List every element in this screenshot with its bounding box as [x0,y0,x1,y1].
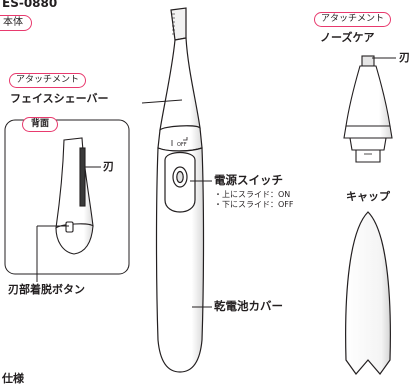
leader-lines [36,57,396,308]
cap-drawing [345,211,391,375]
cap-label: キャップ [346,190,390,203]
off-mark: OFF [177,142,187,148]
body-label-badge: 本体 [0,15,32,31]
battery-cover-label: 乾電池カバー [214,299,283,313]
nose-care-badge: アタッチメント [314,12,392,27]
face-shaver-attachment [159,37,201,131]
release-button-label: 刃部着脱ボタン [8,283,85,296]
back-view-trimmer [55,137,94,255]
main-trimmer [155,7,205,373]
spec-heading-partial: 仕様 [2,372,24,385]
back-blade-label: 刃 [103,160,114,173]
power-switch-on-note: ・上にスライド：ON [214,190,291,199]
nose-blade-label: 刃 [399,51,410,64]
power-switch-off-note: ・下にスライド：OFF [214,200,294,209]
back-view-title: 背面 [22,117,59,132]
power-switch-label: 電源スイッチ [214,173,283,187]
nose-care-label: ノーズケア [320,31,375,44]
face-shaver-label: フェイスシェーバー [10,92,109,105]
face-shaver-badge: アタッチメント [9,73,87,88]
main-blade-head [170,7,187,41]
model-number-partial: ES-0880 [2,0,58,10]
nose-care-attachment [343,55,393,163]
back-view-frame [4,119,130,275]
